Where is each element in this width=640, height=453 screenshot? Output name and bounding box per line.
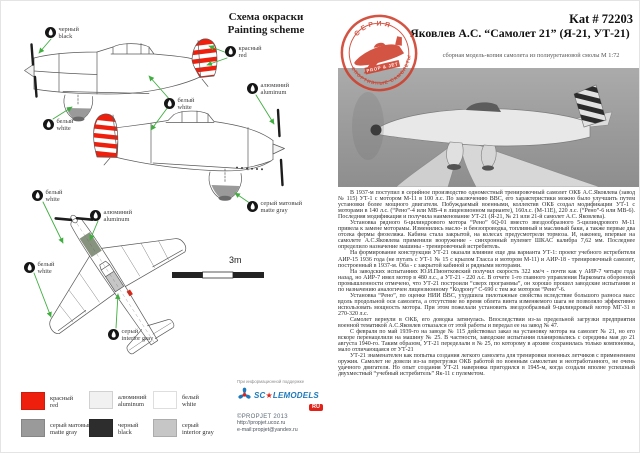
spinner [272, 143, 285, 155]
brand-stamp: СЕРИЯ СПОРТИВНЫЕ САМОЛЕТЫ PROP & JET [340, 14, 418, 92]
paint-drop-icon [225, 46, 236, 57]
paragraph: Установка “Рено”, по оценке НИИ ВВС, уху… [338, 292, 635, 317]
email-address: e-mail:propjet@yandex.ru [237, 426, 298, 433]
paint-drop-icon [247, 201, 258, 212]
color-swatch [153, 419, 177, 437]
callout-leader-lines [33, 38, 275, 329]
side-view-right-drawing [91, 108, 285, 201]
color-swatch [89, 391, 113, 409]
painting-scheme-page: Схема окраски Painting scheme [1, 1, 323, 452]
website-url: http://propjet.ucoz.ru [237, 420, 286, 426]
paragraph: С февраля по май 1939-го на заводе № 115… [338, 329, 635, 354]
paragraph: УТ-21 знаменателен как попытка создания … [338, 353, 635, 378]
scale-bar [172, 271, 264, 279]
scheme-line-art [24, 38, 285, 355]
kit-subtitle: сборная модель-копия самолета из полиуре… [442, 52, 620, 59]
paint-drop-icon [45, 27, 56, 38]
paint-drop-icon [90, 210, 101, 221]
paragraph: На заводских испытаниях Ю.И.Пионтковский… [338, 268, 635, 293]
svg-text:СЕРИЯ: СЕРИЯ [352, 17, 395, 39]
kit-title: Яковлев А.С. “Самолет 21” (Я-21, УТ-21) [410, 26, 630, 40]
paragraph: На формирование конструкции УТ-21 оказал… [338, 250, 635, 269]
spinner [24, 63, 35, 78]
ru-badge: RU [309, 404, 323, 411]
stamp-series-text: СЕРИЯ [352, 17, 395, 39]
aircraft-photo [338, 68, 639, 187]
painting-scheme-title-en: Painting scheme [227, 23, 305, 36]
support-tagline: При информационной поддержке [237, 379, 305, 384]
paint-drop-icon [164, 98, 175, 109]
paint-drop-icon [43, 119, 54, 130]
paint-drop-icon [32, 190, 43, 201]
color-swatch [21, 392, 45, 410]
support-info: При информационной поддержке SC★LEMODELS… [237, 379, 323, 433]
color-swatch [21, 419, 45, 437]
paint-drop-icon [247, 83, 258, 94]
paint-drop-icon [24, 262, 35, 273]
propeller-blades [30, 43, 38, 98]
copyright: ©PROPJET 2013 [237, 414, 288, 420]
side-view-left-drawing [24, 38, 220, 122]
painting-scheme-title: Схема окраски Painting scheme [205, 11, 327, 36]
paragraph: Установка рядного 6-цилиндрового мотора … [338, 220, 635, 251]
scalemodels-logo: SC★LEMODELS [237, 387, 323, 403]
propeller-blades [54, 216, 94, 222]
tail-skid [103, 157, 111, 166]
propeller-icon [237, 387, 252, 403]
paragraph: В 1937-м поступил в серийное производств… [338, 190, 635, 221]
history-text: В 1937-м поступил в серийное производств… [338, 190, 635, 377]
catalog-number: Kat # 72203 [569, 12, 633, 26]
top-view-drawing [49, 214, 186, 355]
propeller-blades [276, 108, 284, 187]
paint-drop-icon [108, 329, 119, 340]
history-page: Kat # 72203 Яковлев А.С. “Самолет 21” (Я… [321, 1, 639, 452]
painting-scheme-title-ru: Схема окраски [228, 11, 304, 23]
star-icon: ★ [265, 390, 273, 400]
paragraph: Самолет вернули в ОКБ, его доводка затян… [338, 316, 635, 330]
scalemodels-logo-text: SC★LEMODELS [254, 390, 319, 400]
color-swatch [89, 419, 113, 437]
color-swatch [153, 391, 177, 409]
scale-bar-label: 3m [229, 255, 242, 265]
tail-skid [201, 78, 209, 87]
